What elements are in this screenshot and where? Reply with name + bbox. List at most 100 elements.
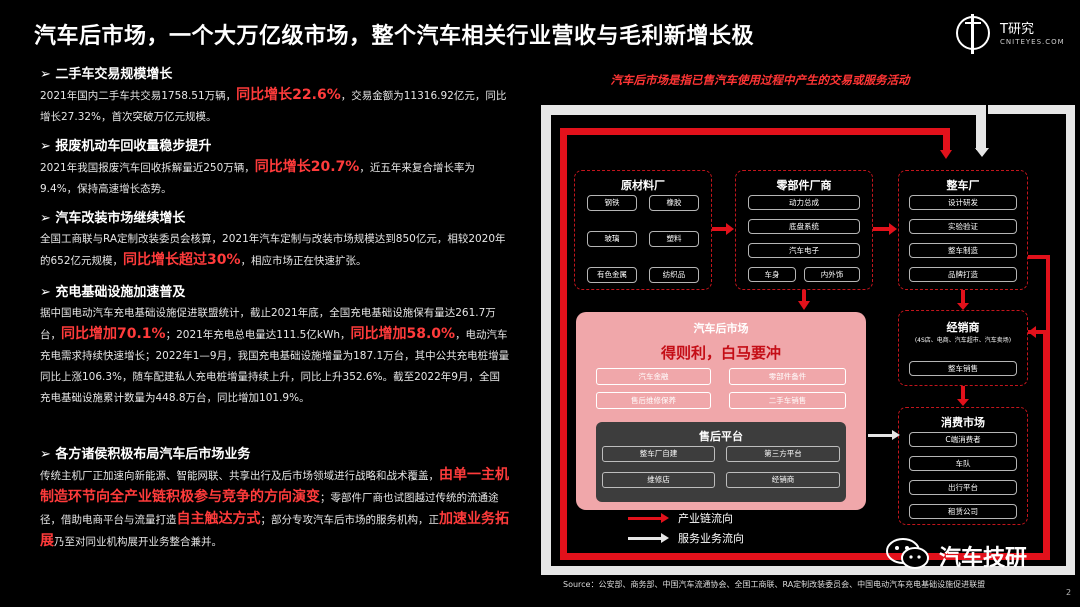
box-dealer: 经销商 (4S店、电商、汽车超市、汽车卖场) 整车销售 — [898, 310, 1028, 386]
section-heading: ➢ 报废机动车回收量稳步提升 — [40, 139, 212, 154]
wechat-watermark: 汽车技研 — [885, 536, 1065, 576]
arrow-parts-to-oem — [873, 227, 890, 231]
parts-item: 底盘系统 — [748, 219, 860, 234]
arrow-right-icon — [889, 223, 897, 235]
page-title: 汽车后市场，一个大万亿级市场，整个汽车相关行业营收与毛利新增长极 — [34, 24, 755, 49]
parts-item: 内外饰 — [804, 267, 860, 282]
logo-bar — [971, 14, 974, 54]
arrow-down-icon — [798, 301, 810, 310]
diagram-subtitle: 汽车后市场是指已售汽车使用过程中产生的交易或服务活动 — [610, 73, 910, 87]
body-text: ，交易金额为11316.92亿元，同比增长27.32%，首次突破万亿元规模。 — [40, 90, 507, 123]
body-text: 全国工商联与RA定制改装委员会核算，2021年汽车定制与改装市场规模达到850亿… — [40, 233, 506, 267]
service-loop-top-tail — [988, 105, 1075, 114]
box-title: 整车厂 — [946, 179, 980, 192]
highlight-text: 同比增加58.0% — [350, 326, 456, 342]
highlight-text: 由单一主机制造环节向全产业链积极参与竞争的方向演变 — [40, 467, 509, 505]
section-heading: ➢ 各方诸侯积极布局汽车后市场业务 — [40, 447, 251, 462]
raw-item: 有色金属 — [587, 267, 637, 283]
body-text: 传统主机厂正加速向新能源、智能网联、共享出行及后市场领域进行战略和战术覆盖， — [40, 470, 439, 482]
body-text: 2021年我国报废汽车回收拆解量近250万辆， — [40, 162, 255, 174]
box-title: 零部件厂商 — [776, 179, 832, 192]
body-text: ；零部件厂商也试图越过传统的流通途径，借助电商平台与流量打造 — [40, 492, 499, 526]
section-heading: ➢ 二手车交易规模增长 — [40, 67, 173, 82]
aftermarket-item: 二手车销售 — [729, 392, 846, 409]
body-text: ；2021年充电总电量达111.5亿kWh， — [165, 329, 351, 341]
section-modification: ➢ 汽车改装市场继续增长 全国工商联与RA定制改装委员会核算，2021年汽车定制… — [40, 208, 510, 272]
raw-item: 塑料 — [649, 231, 699, 247]
consumer-item: C端消费者 — [909, 432, 1017, 447]
service-arrow-down-icon — [975, 148, 989, 157]
section-heading: ➢ 汽车改装市场继续增长 — [40, 211, 186, 226]
highlight-text: 同比增长22.6% — [236, 87, 341, 103]
section-charging: ➢ 充电基础设施加速普及 据中国电动汽车充电基础设施促进联盟统计，截止2021年… — [40, 282, 510, 409]
body-text: ，相应市场正在快速扩张。 — [240, 255, 367, 267]
highlight-text: 自主触达方式 — [176, 511, 261, 527]
oem-item: 整车制造 — [909, 243, 1017, 258]
logo-subtitle: CNITEYES.COM — [1000, 38, 1065, 46]
section-paragraph: 据中国电动汽车充电基础设施促进联盟统计，截止2021年底，全国充电基础设施保有量… — [40, 303, 510, 409]
consumer-item: 租赁公司 — [909, 504, 1017, 519]
oem-item: 设计研发 — [909, 195, 1017, 210]
logo-crossbar — [965, 22, 981, 24]
industry-loop-top — [560, 128, 950, 135]
aftermarket-item: 汽车金融 — [596, 368, 711, 385]
dealer-item: 整车销售 — [909, 361, 1017, 376]
box-title: 消费市场 — [941, 416, 985, 429]
arrow-down-icon — [957, 399, 969, 406]
section-used-car: ➢ 二手车交易规模增长 2021年国内二手车共交易1758.51万辆，同比增长2… — [40, 64, 510, 128]
raw-item: 钢铁 — [587, 195, 637, 211]
industry-loop-bottom — [560, 553, 1050, 560]
box-aftermarket: 汽车后市场 得则利，白马要冲 汽车金融 零部件备件 售后维修保养 二手车销售 售… — [576, 312, 866, 510]
arrow-aftermarket-to-consumer — [868, 434, 894, 437]
highlight-text: 同比增长超过30% — [123, 252, 241, 268]
service-loop-top-right — [976, 105, 986, 150]
platform-item: 第三方平台 — [726, 446, 840, 462]
consumer-item: 车队 — [909, 456, 1017, 471]
raw-item: 纺织品 — [649, 267, 699, 283]
brand-logo: T研究 CNITEYES.COM — [956, 14, 1066, 54]
consumer-item: 出行平台 — [909, 480, 1017, 495]
legend-white-arrow-icon — [661, 533, 669, 543]
arrow-raw-to-parts — [712, 227, 727, 231]
right-loop-to-dealer — [1028, 330, 1050, 334]
platform-item: 整车厂自建 — [602, 446, 715, 462]
section-paragraph: 2021年国内二手车共交易1758.51万辆，同比增长22.6%，交易金额为11… — [40, 85, 510, 128]
service-loop-bottom — [541, 566, 1075, 575]
industry-arrow-down-icon — [940, 150, 952, 159]
box-aftersales-platform: 售后平台 整车厂自建 第三方平台 维修店 经销商 — [596, 422, 846, 502]
industry-loop-right — [1043, 330, 1050, 560]
source-note: Source：公安部、商务部、中国汽车流通协会、全国工商联、RA定制改装委员会、… — [563, 580, 986, 589]
arrow-right-icon — [726, 223, 734, 235]
platform-item: 维修店 — [602, 472, 715, 488]
page-number: 2 — [1066, 588, 1072, 597]
parts-item: 动力总成 — [748, 195, 860, 210]
box-raw-materials: 原材料厂 钢铁 橡胶 玻璃 塑料 有色金属 纺织品 — [574, 170, 712, 290]
industry-loop-down — [943, 128, 950, 152]
body-text: ，近五年来复合增长率为9.4%，保持高速增长态势。 — [40, 162, 475, 195]
raw-item: 玻璃 — [587, 231, 637, 247]
wechat-icon — [886, 538, 929, 569]
arrow-dealer-to-consumer — [961, 386, 965, 400]
legend-white-line — [628, 537, 663, 540]
service-loop-top-outer — [541, 105, 976, 115]
oem-item: 品牌打造 — [909, 267, 1017, 282]
body-text: ，电动汽车充电需求持续快速增长；2022年1—9月，我国充电基础设施增量为187… — [40, 329, 510, 404]
box-title: 原材料厂 — [621, 179, 665, 192]
section-scrap-vehicle: ➢ 报废机动车回收量稳步提升 2021年我国报废汽车回收拆解量近250万辆，同比… — [40, 136, 510, 200]
highlight-text: 同比增长20.7% — [254, 159, 360, 175]
arrow-down-icon — [957, 303, 969, 310]
section-heading: ➢ 充电基础设施加速普及 — [40, 285, 186, 300]
dealer-subtitle: (4S店、电商、汽车超市、汽车卖场) — [914, 337, 1012, 344]
wechat-account-name: 汽车技研 — [939, 546, 1028, 571]
legend-red-arrow-icon — [661, 513, 669, 523]
box-consumer: 消费市场 C端消费者 车队 出行平台 租赁公司 — [898, 407, 1028, 525]
body-text: ；部分专攻汽车后市场的服务机构，正 — [260, 514, 440, 526]
industry-loop-left — [560, 128, 567, 560]
oem-to-right-loop — [1028, 255, 1050, 259]
aftermarket-item: 零部件备件 — [729, 368, 846, 385]
arrow-right-icon — [892, 430, 900, 440]
legend-red-line — [628, 517, 663, 520]
parts-item: 车身 — [748, 267, 796, 282]
service-loop-right — [1066, 105, 1075, 575]
section-paragraph: 传统主机厂正加速向新能源、智能网联、共享出行及后市场领域进行战略和战术覆盖，由单… — [40, 465, 510, 553]
